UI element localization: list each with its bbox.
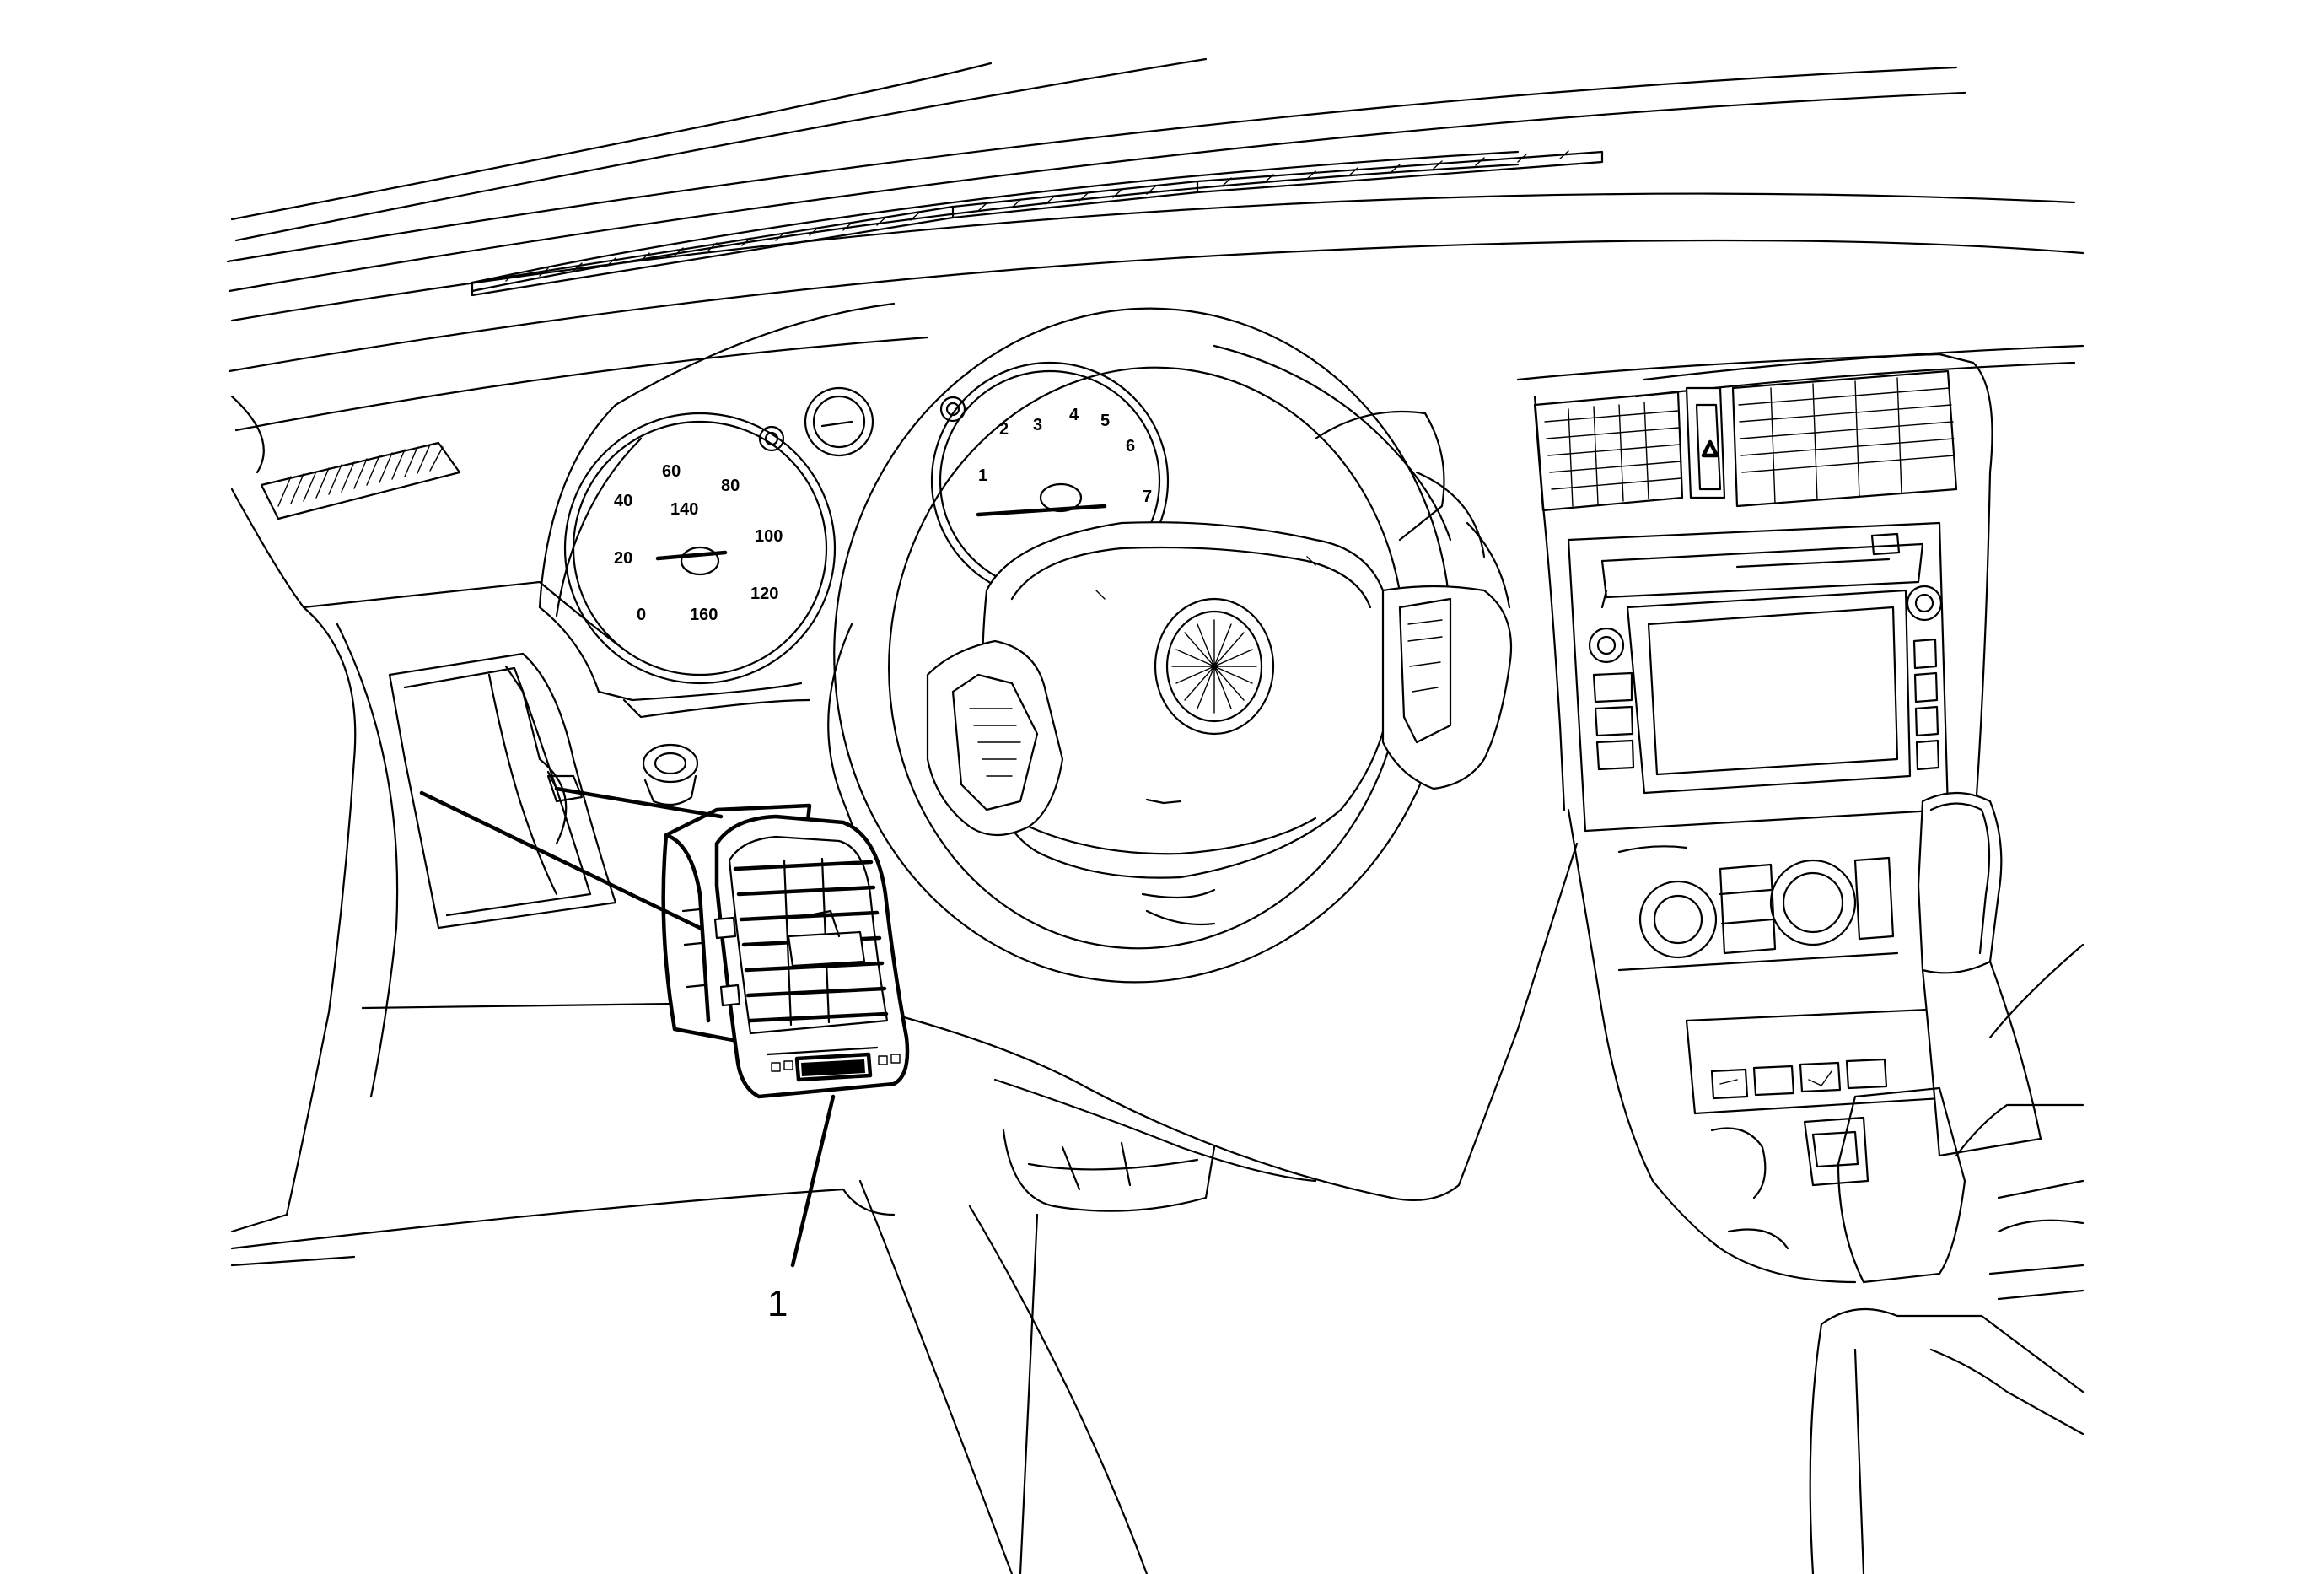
svg-text:80: 80 <box>721 477 740 495</box>
svg-text:7: 7 <box>1143 488 1152 506</box>
windshield-lines <box>226 57 2076 322</box>
callout-label: 1 <box>767 1283 788 1324</box>
steering-wheel <box>833 307 1513 984</box>
svg-text:140: 140 <box>670 500 698 519</box>
svg-text:5: 5 <box>1100 412 1110 430</box>
svg-text:40: 40 <box>614 492 632 510</box>
headlamp-switch <box>642 743 699 806</box>
airbag-emblem-icon <box>1154 597 1275 736</box>
side-dash-vent <box>260 441 461 520</box>
defroster-vent <box>471 150 1604 297</box>
svg-text:60: 60 <box>662 462 681 481</box>
hazard-icon <box>1701 439 1719 458</box>
speedometer-labels: 0 20 40 60 80 100 120 140 160 <box>614 462 783 624</box>
svg-text:100: 100 <box>755 527 783 546</box>
callout-1: 1 <box>767 1094 836 1324</box>
svg-text:3: 3 <box>1033 416 1042 434</box>
speedometer-dial <box>563 412 837 685</box>
center-stack <box>1516 353 2085 1574</box>
air-outlet-component <box>419 770 910 1099</box>
svg-text:6: 6 <box>1126 437 1135 455</box>
vent-opening <box>388 652 617 930</box>
temperature-gauge-icon <box>804 386 874 457</box>
svg-text:160: 160 <box>690 606 718 624</box>
svg-text:2: 2 <box>999 420 1009 439</box>
svg-text:120: 120 <box>750 585 778 603</box>
svg-text:0: 0 <box>637 606 646 624</box>
fuel-gauge-icon <box>758 425 785 452</box>
tachometer-labels: 1 2 3 4 5 6 7 <box>978 406 1152 506</box>
svg-text:20: 20 <box>614 549 632 568</box>
instrument-cluster: 0 20 40 60 80 100 120 140 160 1 2 3 4 5 … <box>538 302 1452 719</box>
svg-text:1: 1 <box>978 466 987 485</box>
radio-display <box>1626 589 1912 795</box>
svg-text:4: 4 <box>1069 406 1079 424</box>
